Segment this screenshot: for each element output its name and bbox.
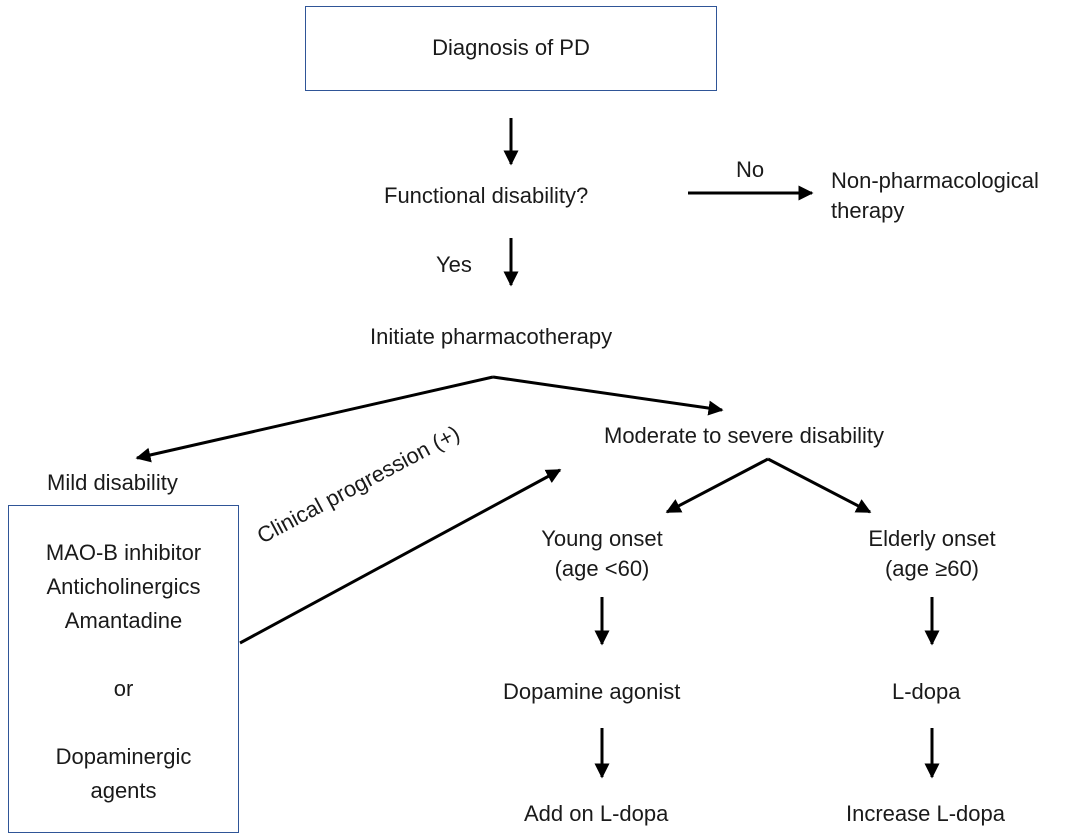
arrow-moderate-to-young	[665, 457, 769, 514]
mild-disability-label: Mild disability	[47, 470, 178, 495]
arrow-progression-to-moderate	[239, 468, 562, 645]
mild-treatment-lines: MAO-B inhibitor Anticholinergics Amantad…	[8, 536, 239, 808]
treatment-agents: agents	[90, 778, 157, 803]
initiate-pharmacotherapy-label: Initiate pharmacotherapy	[370, 324, 613, 349]
elderly-onset-title: Elderly onset	[868, 526, 996, 551]
diagnosis-box	[305, 6, 717, 91]
moderate-severe-label: Moderate to severe disability	[604, 423, 885, 448]
young-onset-age: (age <60)	[554, 556, 650, 581]
edge-label-no: No	[736, 157, 765, 182]
dopamine-agonist-label: Dopamine agonist	[503, 679, 681, 704]
treatment-or: or	[113, 676, 134, 701]
ldopa-label: L-dopa	[892, 679, 961, 704]
non-pharm-line-2: therapy	[831, 198, 905, 223]
young-onset-title: Young onset	[541, 526, 663, 551]
treatment-anticholinergics: Anticholinergics	[46, 574, 201, 599]
non-pharm-line-1: Non-pharmacological	[831, 168, 1039, 193]
treatment-dopaminergic: Dopaminergic	[55, 744, 192, 769]
treatment-amantadine: Amantadine	[64, 608, 183, 633]
diagnosis-label: Diagnosis of PD	[432, 35, 590, 60]
arrow-initiate-to-moderate	[492, 375, 724, 416]
treatment-mao-b: MAO-B inhibitor	[45, 540, 202, 565]
elderly-onset-age: (age ≥60)	[884, 556, 979, 581]
young-onset-label: Young onset (age <60)	[510, 524, 694, 584]
edge-label-yes: Yes	[436, 252, 472, 277]
non-pharmacological-label: Non-pharmacological therapy	[831, 166, 1039, 226]
functional-disability-label: Functional disability?	[384, 183, 589, 208]
arrow-initiate-to-mild	[135, 375, 494, 463]
elderly-onset-label: Elderly onset (age ≥60)	[842, 524, 1022, 584]
add-on-ldopa-label: Add on L-dopa	[524, 801, 669, 826]
arrow-moderate-to-elderly	[767, 457, 872, 514]
increase-ldopa-label: Increase L-dopa	[846, 801, 1005, 826]
mild-treatment-box	[8, 505, 239, 833]
